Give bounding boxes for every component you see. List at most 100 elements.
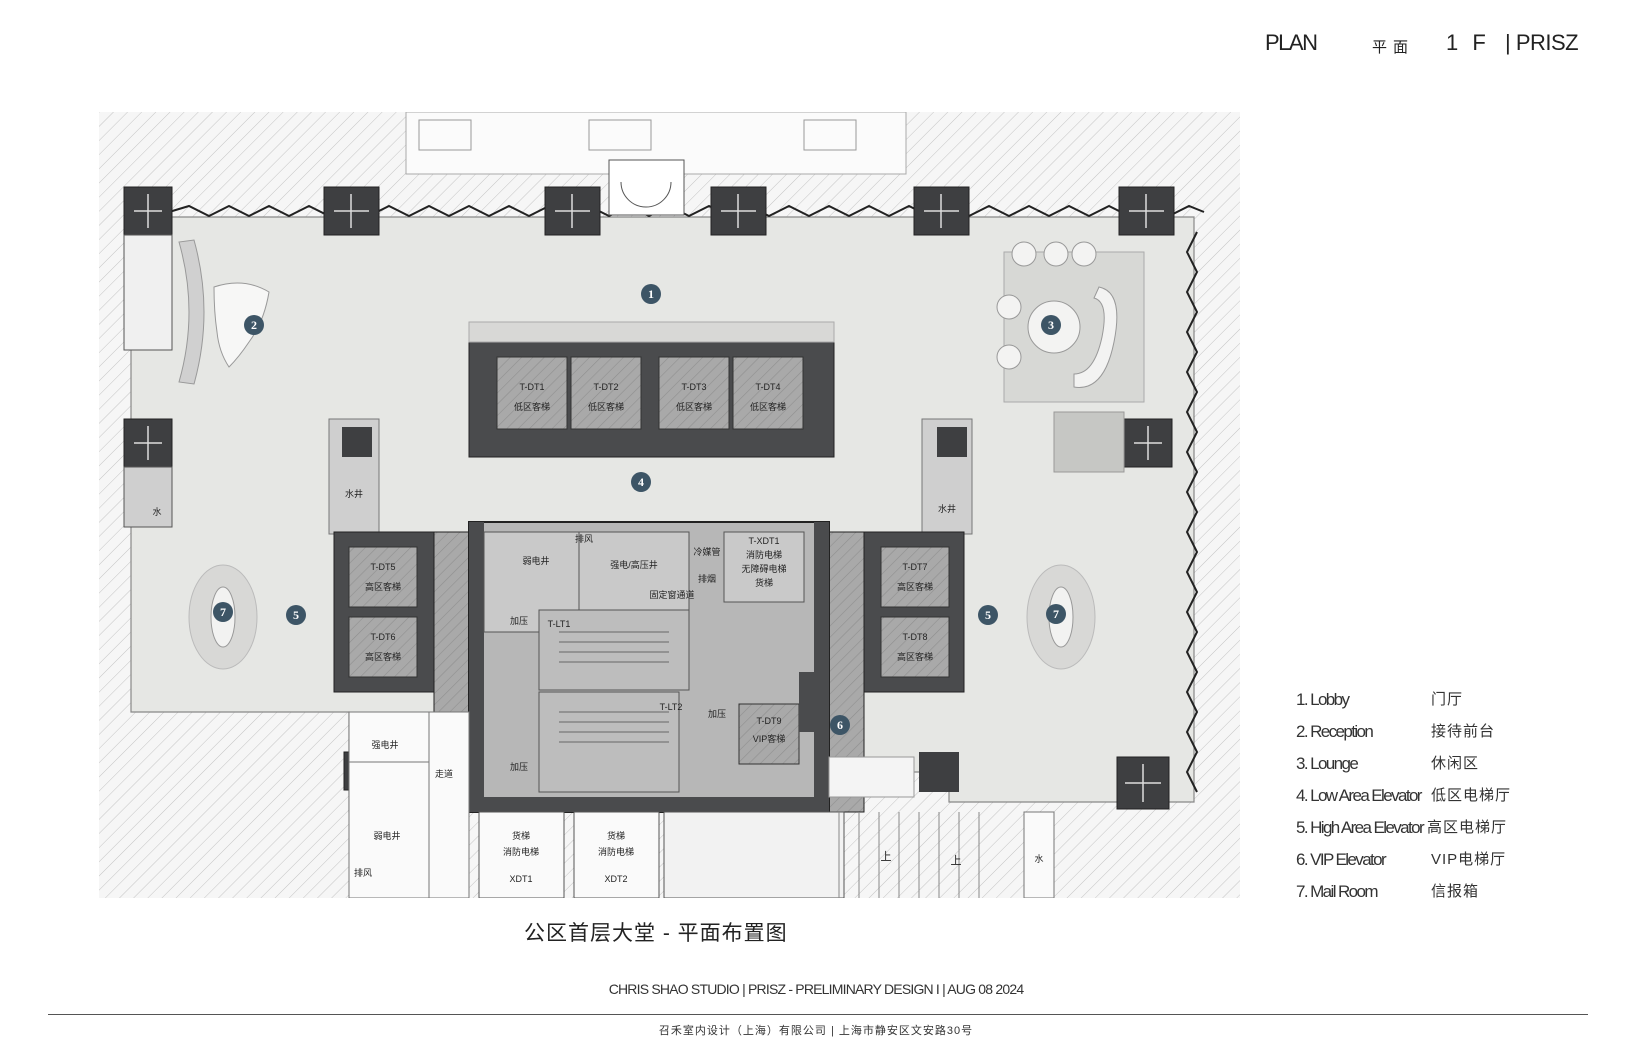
zone-marker [978, 605, 998, 625]
legend-en: 3. Lounge [1296, 754, 1359, 773]
zone-marker-label: 5 [293, 608, 299, 622]
elevator-label: 低区客梯 [750, 401, 786, 412]
fire-elevator-line2: 无障碍电梯 [741, 563, 786, 574]
legend-cn: VIP电梯厅 [1431, 851, 1507, 868]
elevator-code: T-DT2 [593, 382, 618, 392]
legend-en: 1. Lobby [1296, 690, 1350, 709]
legend-item: 7. Mail Room 信报箱 [1296, 878, 1556, 910]
fire-elevator-line3: 货梯 [755, 577, 773, 588]
room-water-shaft: 水井 [345, 488, 363, 499]
legend-cn: 低区电梯厅 [1431, 787, 1512, 804]
room-pressurize: 加压 [708, 709, 726, 719]
zone-marker [286, 605, 306, 625]
zone-marker-label: 7 [220, 605, 226, 619]
zone-marker [213, 602, 233, 622]
elevator-code: T-DT8 [902, 632, 927, 642]
bottom-elevator-line2: 消防电梯 [598, 846, 634, 857]
legend-item: 5. High Area Elevator 高区电梯厅 [1296, 814, 1556, 846]
elevator-code: T-DT5 [370, 562, 395, 572]
zone-marker-label: 7 [1053, 607, 1059, 621]
zone-marker [1041, 315, 1061, 335]
fire-elevator-line1: 消防电梯 [746, 549, 782, 560]
room-cooling: 冷媒管 [693, 546, 720, 557]
fire-elevator-code: T-XDT1 [748, 536, 779, 546]
elevator-label: 低区客梯 [514, 401, 550, 412]
legend-cn: 接待前台 [1431, 723, 1496, 740]
elevator-code: T-DT7 [902, 562, 927, 572]
stair-label: T-LT1 [548, 619, 571, 629]
room-weak-shaft: 弱电井 [522, 555, 549, 566]
room-pressurize: 加压 [510, 762, 528, 772]
room-window: 固定窗通道 [649, 589, 694, 600]
vip-elevator-code: T-DT9 [756, 716, 781, 726]
room-exhaust: 排风 [354, 867, 372, 878]
room-exhaust: 排风 [575, 533, 593, 544]
room-water: 水 [152, 506, 161, 517]
zone-marker [641, 284, 661, 304]
stair-up: 上 [951, 854, 962, 867]
drawing-caption: 公区首层大堂 - 平面布置图 [524, 922, 788, 945]
zone-marker [631, 472, 651, 492]
room-pressurize: 加压 [510, 616, 528, 626]
elevator-code: T-DT3 [681, 382, 706, 392]
bottom-elevator-line1: 货梯 [607, 830, 625, 841]
room-water: 水 [1034, 853, 1043, 864]
page-header: PLAN 平面 1 F | PRISZ [0, 14, 1632, 56]
room-water-shaft: 水井 [938, 503, 956, 514]
legend-item: 2. Reception 接待前台 [1296, 718, 1556, 750]
elevator-label: 高区客梯 [365, 651, 401, 662]
elevator-code: T-DT6 [370, 632, 395, 642]
legend-cn: 休闲区 [1431, 755, 1480, 772]
legend-item: 4. Low Area Elevator 低区电梯厅 [1296, 782, 1556, 814]
zone-marker [244, 315, 264, 335]
bottom-elevator-line2: 消防电梯 [503, 846, 539, 857]
room-corridor: 走道 [435, 768, 453, 779]
elevator-label: 高区客梯 [365, 581, 401, 592]
room-weak-shaft-b: 弱电井 [373, 830, 400, 841]
legend-en: 2. Reception [1296, 722, 1374, 741]
bottom-elevator-line1: 货梯 [512, 830, 530, 841]
floor-plan-drawing: T-DT1 低区客梯 T-DT2 低区客梯 T-DT3 低区客梯 T-DT4 低… [99, 112, 1240, 898]
elevator-label: 低区客梯 [588, 401, 624, 412]
elevator-label: 高区客梯 [897, 581, 933, 592]
legend-en: 4. Low Area Elevator [1296, 786, 1422, 805]
floor-label: 1 F [1446, 30, 1490, 55]
elevator-label: 低区客梯 [676, 401, 712, 412]
brand-label: | PRISZ [1505, 30, 1579, 55]
legend-en: 5. High Area Elevator [1296, 818, 1425, 837]
elevator-code: T-DT1 [519, 382, 544, 392]
zone-marker [1046, 604, 1066, 624]
legend-en: 7. Mail Room [1296, 882, 1379, 901]
zone-marker-label: 2 [251, 318, 257, 332]
zone-marker [830, 715, 850, 735]
stair-label: T-LT2 [660, 702, 683, 712]
zone-marker-label: 1 [648, 287, 654, 301]
room-exhaust-smoke: 排烟 [698, 573, 716, 584]
room-strong-shaft-b: 强电井 [371, 739, 398, 750]
floor-plan: T-DT1 低区客梯 T-DT2 低区客梯 T-DT3 低区客梯 T-DT4 低… [99, 112, 1240, 898]
legend-cn: 高区电梯厅 [1427, 819, 1508, 836]
legend-cn: 信报箱 [1431, 883, 1480, 900]
vip-elevator-label: VIP客梯 [753, 733, 786, 744]
bottom-elevator-code: XDT1 [509, 874, 532, 884]
stair-up: 上 [881, 850, 892, 863]
legend-item: 1. Lobby 门厅 [1296, 686, 1556, 718]
legend-item: 3. Lounge 休闲区 [1296, 750, 1556, 782]
zone-marker-label: 6 [837, 718, 843, 732]
zone-marker-label: 4 [638, 475, 644, 489]
bottom-elevator-code: XDT2 [604, 874, 627, 884]
zone-marker-label: 5 [985, 608, 991, 622]
plan-label: PLAN [1265, 30, 1318, 55]
elevator-label: 高区客梯 [897, 651, 933, 662]
legend: 1. Lobby 门厅 2. Reception 接待前台 3. Lounge … [1296, 686, 1556, 910]
plan-cn-label: 平面 [1372, 39, 1415, 56]
footer-divider [48, 1014, 1588, 1015]
footer-address: 召禾室内设计（上海）有限公司 | 上海市静安区文安路30号 [658, 1025, 974, 1037]
footer-studio: CHRIS SHAO STUDIO | PRISZ - PRELIMINARY … [608, 981, 1024, 997]
room-strong-shaft: 强电/高压井 [610, 559, 658, 570]
legend-cn: 门厅 [1431, 691, 1464, 708]
zone-marker-label: 3 [1048, 318, 1054, 332]
legend-en: 6. VIP Elevator [1296, 850, 1387, 869]
legend-item: 6. VIP Elevator VIP电梯厅 [1296, 846, 1556, 878]
elevator-code: T-DT4 [755, 382, 780, 392]
